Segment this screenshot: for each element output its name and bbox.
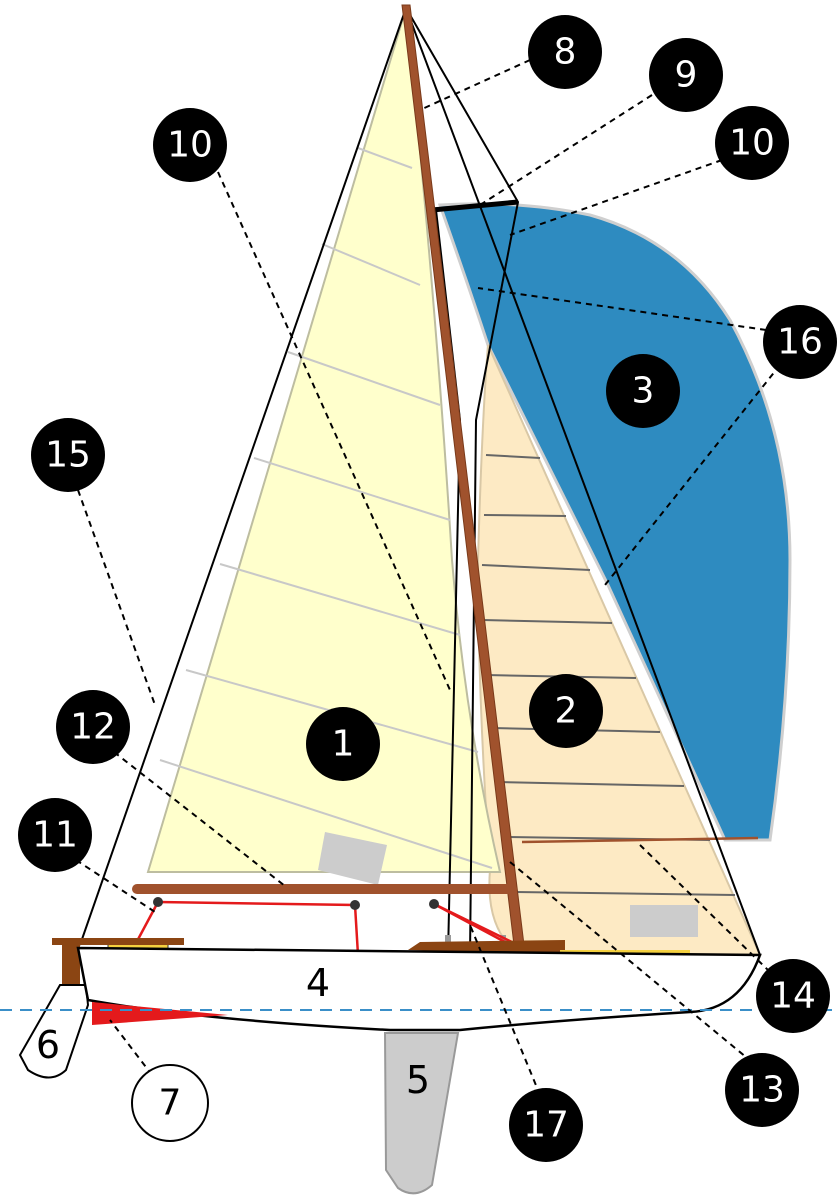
label-11: 11 (18, 798, 92, 872)
svg-text:13: 13 (739, 1070, 785, 1111)
svg-text:7: 7 (159, 1083, 182, 1124)
spreader (431, 199, 519, 213)
svg-text:9: 9 (675, 55, 698, 96)
svg-text:1: 1 (332, 724, 355, 765)
label-3: 3 (606, 354, 680, 428)
mainsail-window (318, 832, 387, 885)
keel (383, 1032, 460, 1195)
jib-sheet (521, 836, 759, 844)
label-9: 9 (649, 38, 723, 112)
svg-text:10: 10 (167, 125, 213, 166)
boom (132, 884, 517, 894)
svg-text:10: 10 (729, 123, 775, 164)
jib (476, 344, 762, 956)
svg-text:3: 3 (632, 371, 655, 412)
label-15: 15 (31, 418, 105, 492)
svg-text:15: 15 (45, 435, 91, 476)
label-10-top: 10 (715, 106, 789, 180)
svg-text:2: 2 (555, 691, 578, 732)
forestay (79, 7, 407, 946)
label-4: 4 (306, 961, 330, 1005)
svg-text:17: 17 (523, 1105, 569, 1146)
rudder-head (62, 945, 80, 987)
label-5: 5 (406, 1058, 430, 1102)
label-1: 1 (306, 707, 380, 781)
svg-text:8: 8 (554, 32, 577, 73)
leader-lines (75, 59, 781, 1096)
svg-text:16: 16 (777, 322, 823, 363)
label-2: 2 (529, 674, 603, 748)
skeg (92, 1002, 228, 1025)
jib-luff (405, 7, 761, 956)
label-10-left: 10 (153, 108, 227, 182)
tiller (52, 938, 184, 945)
svg-text:11: 11 (32, 815, 78, 856)
label-17: 17 (509, 1088, 583, 1162)
jib-window (630, 905, 698, 937)
blocks (153, 897, 439, 910)
svg-text:12: 12 (70, 707, 116, 748)
label-13: 13 (725, 1053, 799, 1127)
rudder (18, 984, 90, 1079)
label-6: 6 (36, 1023, 60, 1067)
label-12: 12 (56, 690, 130, 764)
label-7: 7 (131, 1064, 209, 1142)
shroud-right (405, 7, 520, 956)
label-14: 14 (756, 959, 830, 1033)
label-8: 8 (528, 15, 602, 89)
mainsail-seams (159, 147, 493, 869)
label-16: 16 (763, 305, 837, 379)
svg-text:14: 14 (770, 976, 816, 1017)
